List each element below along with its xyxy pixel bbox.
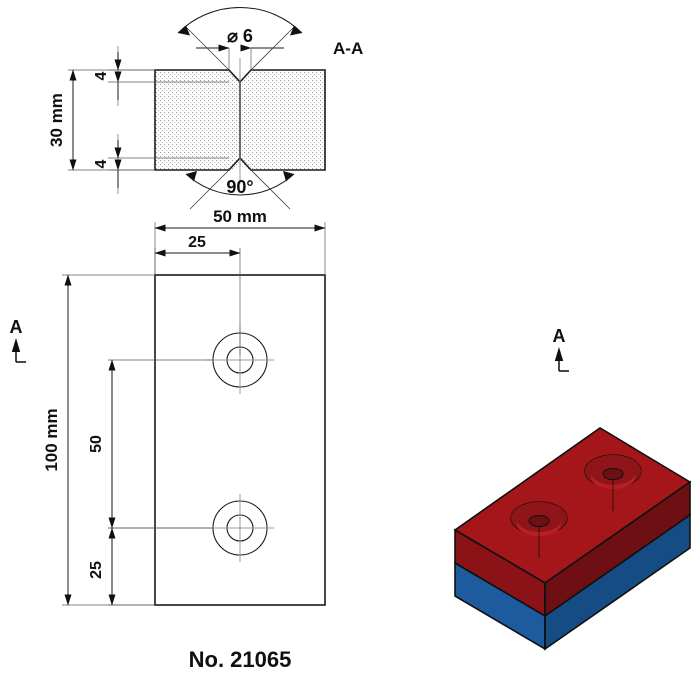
hole-diameter-label: ⌀ 6	[227, 26, 253, 46]
section-title-label: A-A	[333, 39, 363, 58]
iso-view: A	[453, 326, 692, 651]
plan-view: 50 mm 25 100 mm 50	[10, 207, 326, 606]
bottom-offset-label: 25	[88, 561, 105, 579]
dim-countersink-depth-bottom: 4	[93, 134, 229, 194]
countersink-depth-top-label: 4	[93, 71, 110, 80]
plate-width-label: 50 mm	[213, 207, 267, 226]
countersink-top-fan	[177, 6, 303, 71]
hole-spacing-label: 50	[88, 435, 105, 453]
dim-width-50mm: 50 mm	[154, 207, 326, 275]
hole-lower	[206, 494, 274, 562]
iso-hole-near	[510, 501, 568, 558]
part-number-label: No. 21065	[189, 647, 292, 672]
dim-bottom-offset-25: 25	[88, 527, 213, 606]
dim-hole-x-25: 25	[154, 234, 241, 355]
section-arrow-plan-label: A	[10, 317, 23, 337]
magnet-block-3d	[453, 427, 692, 651]
section-view-aa: ⌀ 6 90°	[47, 6, 363, 210]
plate-length-label: 100 mm	[42, 408, 61, 471]
countersink-bottom-fan: 90°	[185, 169, 295, 210]
thickness-label: 30 mm	[47, 93, 66, 147]
countersink-depth-bottom-label: 4	[93, 159, 110, 168]
section-arrow-iso-label: A	[553, 326, 566, 346]
section-arrow-iso: A	[553, 326, 569, 372]
hole-x-label: 25	[188, 234, 206, 251]
dim-hole-spacing-50: 50	[88, 359, 213, 529]
countersink-angle-label: 90°	[226, 177, 253, 197]
section-arrow-plan: A	[10, 317, 26, 363]
iso-hole-far	[584, 454, 642, 511]
dim-thickness-30mm: 30 mm	[47, 69, 155, 171]
dim-hole-diameter: ⌀ 6	[196, 26, 284, 70]
dim-countersink-depth-top: 4	[93, 46, 229, 106]
section-hatched-material	[155, 70, 325, 170]
